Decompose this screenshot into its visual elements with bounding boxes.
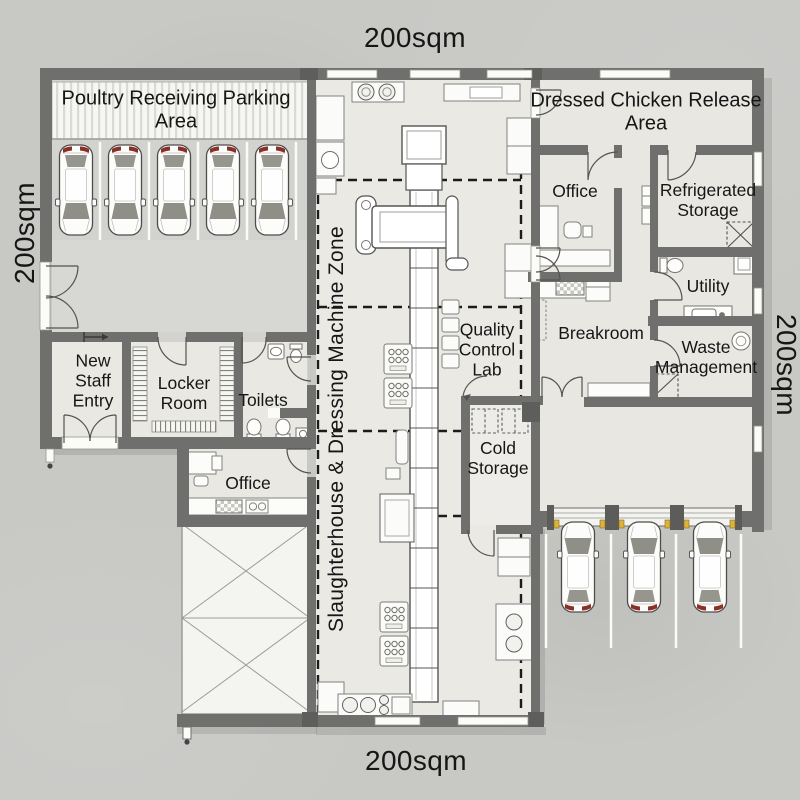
- release-stall-lines: [544, 534, 743, 648]
- room-label-toilets: Toilets: [238, 390, 288, 411]
- room-label-locker-room: Locker Room: [157, 373, 211, 413]
- parking-canopy: [51, 81, 309, 140]
- release-cars: [556, 521, 732, 613]
- room-label-utility: Utility: [686, 276, 730, 297]
- area-label-top: 200sqm: [363, 22, 467, 54]
- office-left-furniture: [185, 451, 311, 516]
- room-label-release-area: Dressed Chicken Release Area: [530, 89, 762, 134]
- room-label-refrigerated-storage: Refrigerated Storage: [659, 180, 757, 220]
- area-label-bottom: 200sqm: [364, 745, 468, 777]
- conveyor-line: [355, 125, 469, 703]
- area-label-left: 200sqm: [9, 181, 41, 285]
- room-label-quality-control-lab: Quality Control Lab: [458, 319, 516, 379]
- loading-yard-x-area: [181, 523, 311, 745]
- room-label-new-staff-entry: New Staff Entry: [72, 350, 114, 410]
- zone-label-slaughterhouse: Slaughterhouse & Dressing Machine Zone: [325, 226, 349, 632]
- flow-arrowhead: [463, 394, 471, 401]
- room-label-poultry-parking: Poultry Receiving Parking Area: [61, 87, 291, 132]
- windows: [39, 69, 763, 726]
- receiving-cars: [54, 144, 294, 236]
- entry-arrow: [83, 332, 108, 342]
- receiving-stall-lines: [98, 142, 298, 240]
- office-right-furniture: [535, 205, 611, 267]
- room-label-office-right: Office: [552, 181, 598, 202]
- room-label-office-left: Office: [225, 473, 271, 494]
- room-label-breakroom: Breakroom: [558, 323, 644, 344]
- door-swings: [45, 89, 697, 557]
- building-shadow: [52, 78, 772, 735]
- slaughterhouse-equipment: [315, 81, 535, 718]
- room-label-cold-storage: Cold Storage: [467, 438, 529, 478]
- refrigerated-storage-pallet: [726, 221, 755, 249]
- walls: [40, 68, 764, 727]
- room-label-waste-management: Waste Management: [654, 337, 758, 377]
- entry-stub: [47, 463, 53, 469]
